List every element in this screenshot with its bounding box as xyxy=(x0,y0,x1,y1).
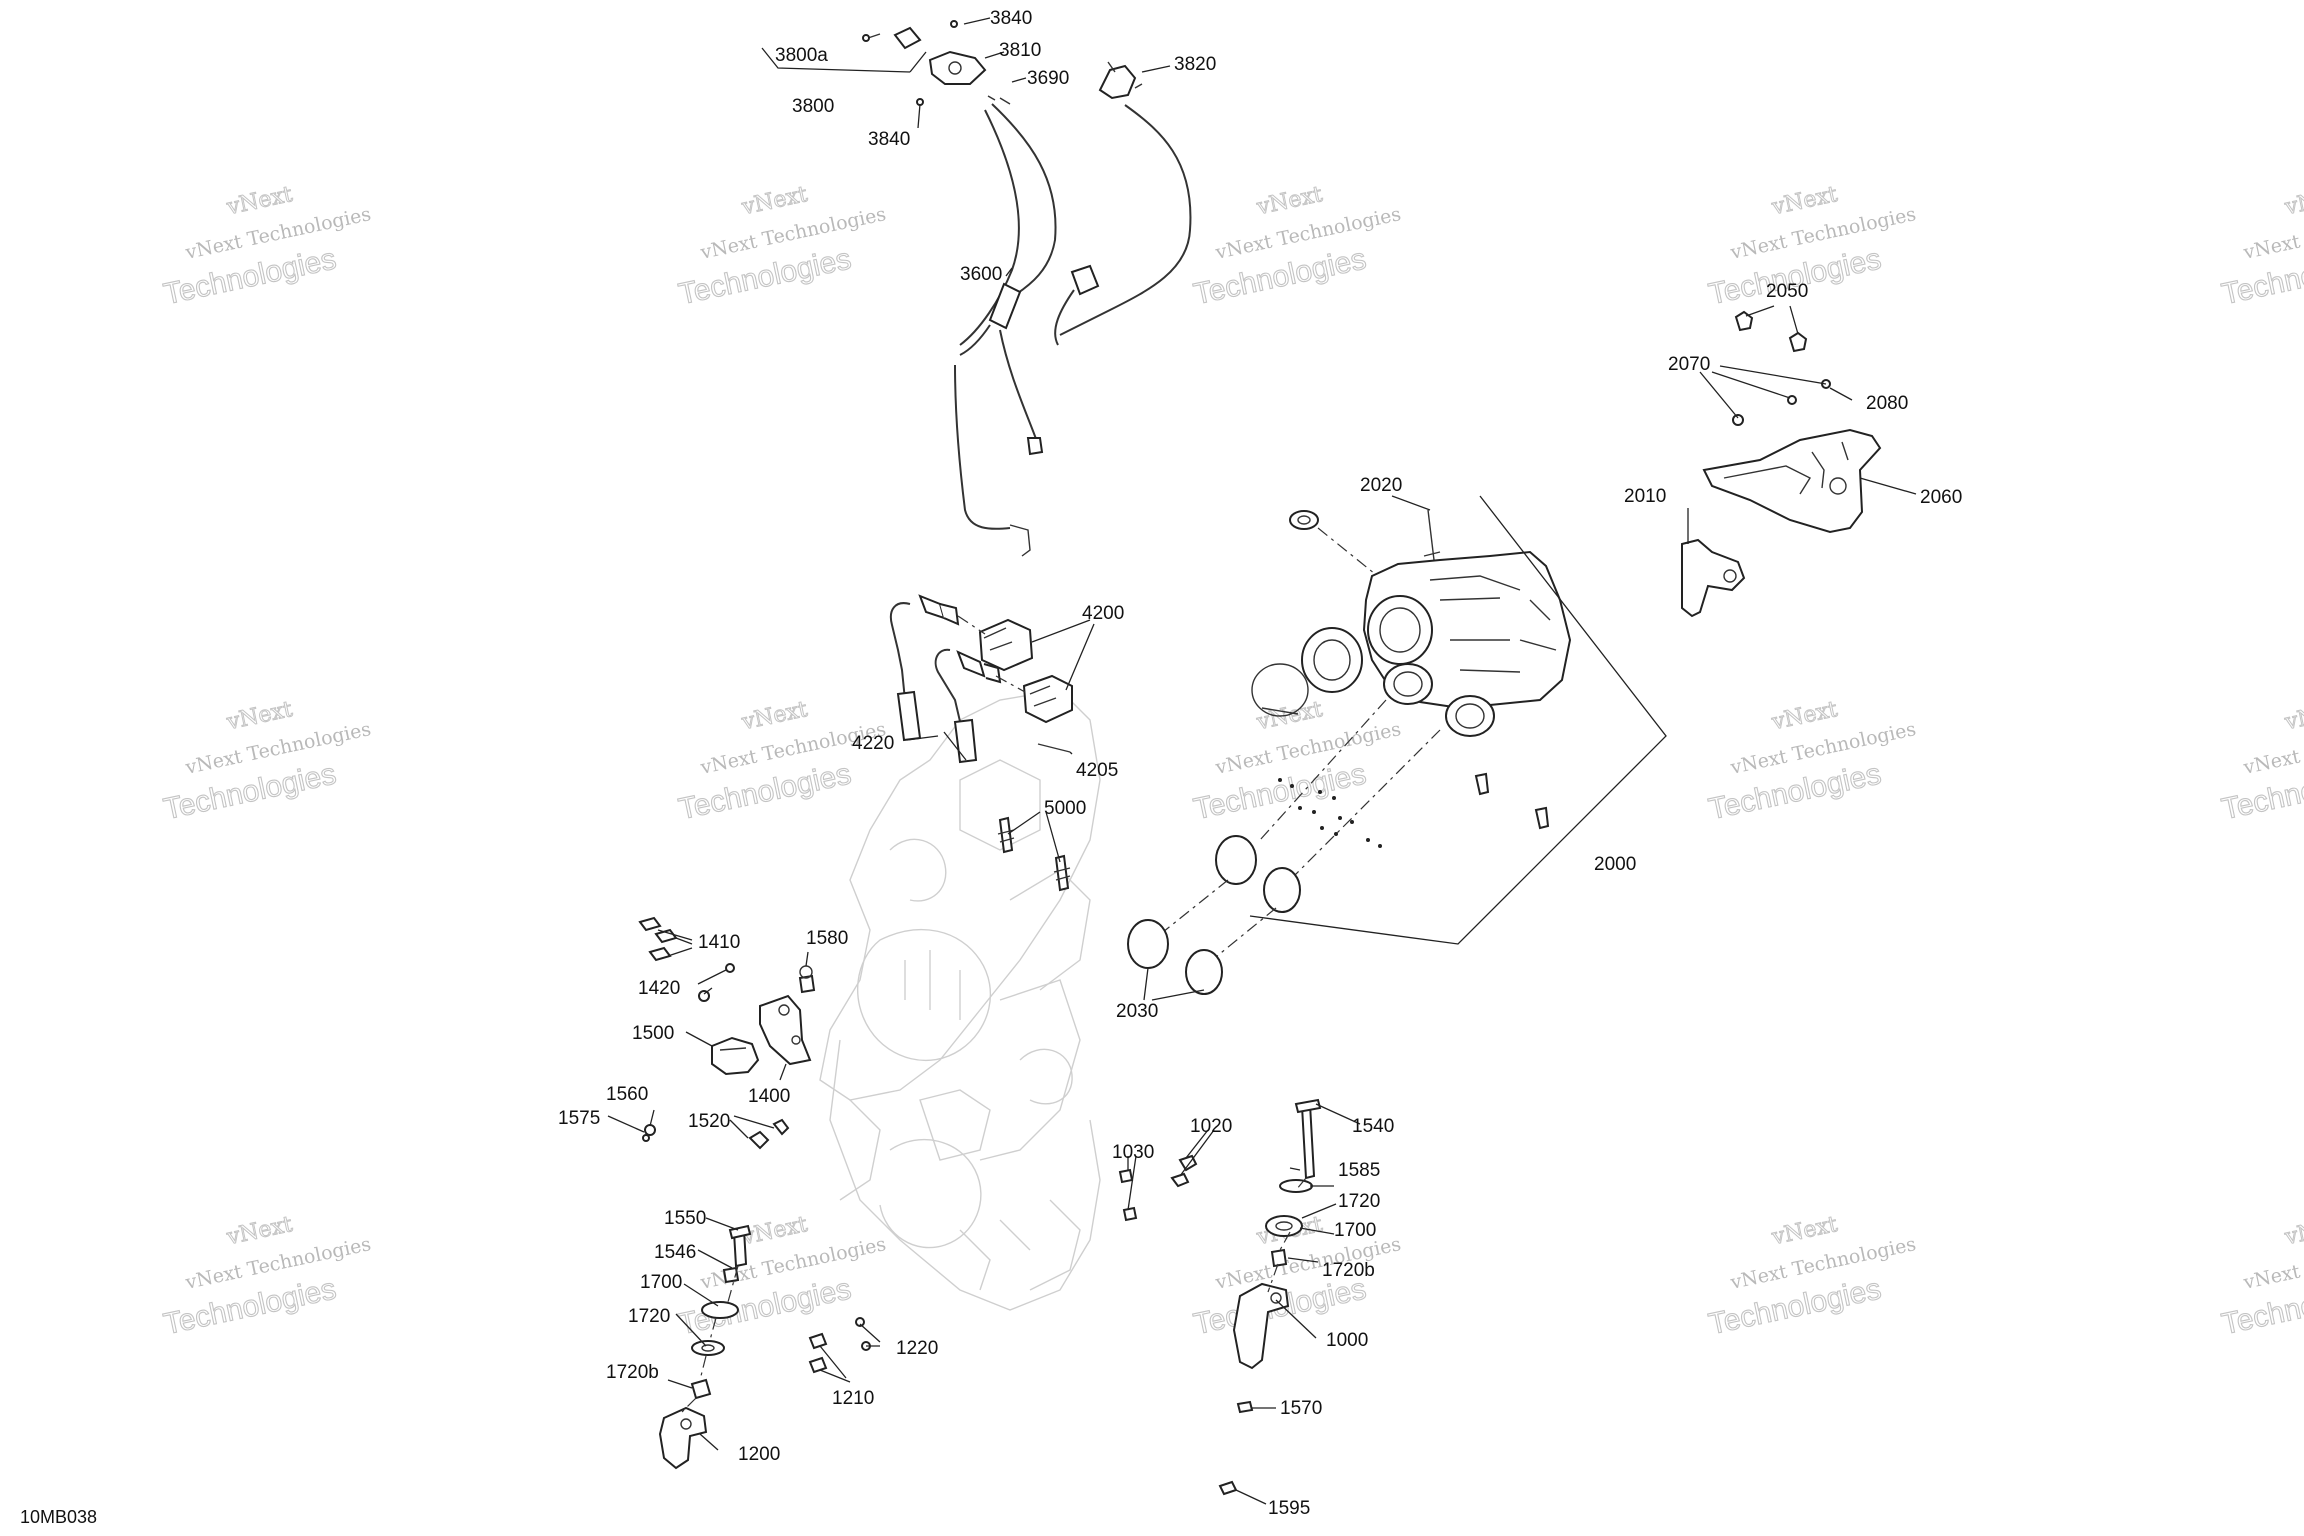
watermark: vNext vNext Technologies Technologies xyxy=(675,182,888,312)
part-label-4220: 4220 xyxy=(852,733,894,754)
svg-text:vNext: vNext xyxy=(224,182,295,220)
part-label-1720: 1720 xyxy=(1338,1191,1380,1212)
part-label-1585: 1585 xyxy=(1338,1160,1380,1181)
svg-text:vNext: vNext xyxy=(1769,182,1840,220)
svg-text:vNext: vNext xyxy=(739,697,810,735)
part-label-2030: 2030 xyxy=(1116,1001,1158,1022)
watermark: vNext vNext Technologies Technologies xyxy=(160,1212,373,1342)
part-label-1570: 1570 xyxy=(1280,1398,1322,1419)
watermark: vNext vNext Technologies Technologies xyxy=(2218,1212,2304,1342)
bracket-group xyxy=(1681,310,1882,618)
part-label-1540: 1540 xyxy=(1352,1116,1394,1137)
part-label-1700: 1700 xyxy=(640,1272,682,1293)
part-label-3690: 3690 xyxy=(1027,68,1069,89)
part-label-1210: 1210 xyxy=(832,1388,874,1409)
part-label-1720b: 1720b xyxy=(1322,1260,1375,1281)
svg-text:vNext: vNext xyxy=(224,697,295,735)
part-label-1420: 1420 xyxy=(638,978,680,999)
part-label-1000: 1000 xyxy=(1326,1330,1368,1351)
svg-text:vNext: vNext xyxy=(739,182,810,220)
part-label-1020: 1020 xyxy=(1190,1116,1232,1137)
part-label-3840: 3840 xyxy=(868,129,910,150)
part-label-4200: 4200 xyxy=(1082,603,1124,624)
part-label-2060: 2060 xyxy=(1920,487,1962,508)
part-label-3600: 3600 xyxy=(960,264,1002,285)
ignition-coil-group xyxy=(890,594,1073,892)
part-label-2050: 2050 xyxy=(1766,281,1808,302)
part-label-1550: 1550 xyxy=(664,1208,706,1229)
watermark: vNext vNext Technologies Technologies xyxy=(160,182,373,312)
part-label-1700: 1700 xyxy=(1334,1220,1376,1241)
part-label-3800: 3800 xyxy=(792,96,834,117)
intake-plenum-group xyxy=(1127,495,1667,995)
part-label-1580: 1580 xyxy=(806,928,848,949)
part-label-1220: 1220 xyxy=(896,1338,938,1359)
part-label-2010: 2010 xyxy=(1624,486,1666,507)
part-label-1410: 1410 xyxy=(698,932,740,953)
part-label-2020: 2020 xyxy=(1360,475,1402,496)
lower-left-mount-group xyxy=(658,1224,871,1470)
left-mount-group xyxy=(638,916,816,1150)
svg-text:vNext: vNext xyxy=(224,1212,295,1250)
right-mount-group xyxy=(1118,1098,1322,1496)
part-label-5000: 5000 xyxy=(1044,798,1086,819)
svg-text:vNext: vNext xyxy=(1254,182,1325,220)
part-label-2080: 2080 xyxy=(1866,393,1908,414)
watermark: vNext vNext Technologies Technologies xyxy=(675,697,888,827)
watermark: vNext vNext Technologies Technologies xyxy=(1705,697,1918,827)
part-label-1720b: 1720b xyxy=(606,1362,659,1383)
svg-text:vNext: vNext xyxy=(1769,697,1840,735)
part-label-1546: 1546 xyxy=(654,1242,696,1263)
part-label-1030: 1030 xyxy=(1112,1142,1154,1163)
svg-text:vNext: vNext xyxy=(1769,1212,1840,1250)
leader-lines xyxy=(607,17,1917,1505)
part-label-2070: 2070 xyxy=(1668,354,1710,375)
watermark: vNext vNext Technologies Technologies xyxy=(2218,182,2304,312)
part-label-1400: 1400 xyxy=(748,1086,790,1107)
watermark: vNext vNext Technologies Technologies xyxy=(160,697,373,827)
svg-text:vNext: vNext xyxy=(2282,1212,2304,1250)
watermark: vNext vNext Technologies Technologies xyxy=(2218,697,2304,827)
part-label-1520: 1520 xyxy=(688,1111,730,1132)
part-label-3840: 3840 xyxy=(990,8,1032,29)
watermark: vNext vNext Technologies Technologies xyxy=(1705,1212,1918,1342)
part-label-1575: 1575 xyxy=(558,1108,600,1129)
part-label-1560: 1560 xyxy=(606,1084,648,1105)
part-labels: 3840 3800a 3810 3690 3820 3800 3840 3600… xyxy=(558,8,1962,1519)
svg-text:vNext: vNext xyxy=(2282,182,2304,220)
clip-dots xyxy=(1278,778,1382,848)
drawing-id: 10MB038 xyxy=(20,1507,97,1527)
svg-text:vNext: vNext xyxy=(1254,697,1325,735)
watermark: vNext vNext Technologies Technologies xyxy=(1190,697,1403,827)
svg-text:vNext: vNext xyxy=(2282,697,2304,735)
part-label-3800a: 3800a xyxy=(775,45,828,66)
part-label-1500: 1500 xyxy=(632,1023,674,1044)
watermark: vNext vNext Technologies Technologies xyxy=(1705,182,1918,312)
ghost-engine-outline xyxy=(819,689,1101,1311)
part-label-1720: 1720 xyxy=(628,1306,670,1327)
watermark-layer: vNext vNext Technologies Technologies vN… xyxy=(160,182,2304,1342)
part-label-3820: 3820 xyxy=(1174,54,1216,75)
throttle-cable-group xyxy=(862,20,1192,557)
watermark: vNext vNext Technologies Technologies xyxy=(1190,182,1403,312)
part-label-2000: 2000 xyxy=(1594,854,1636,875)
part-label-1200: 1200 xyxy=(738,1444,780,1465)
part-label-4205: 4205 xyxy=(1076,760,1118,781)
part-label-3810: 3810 xyxy=(999,40,1041,61)
part-label-1595: 1595 xyxy=(1268,1498,1310,1519)
